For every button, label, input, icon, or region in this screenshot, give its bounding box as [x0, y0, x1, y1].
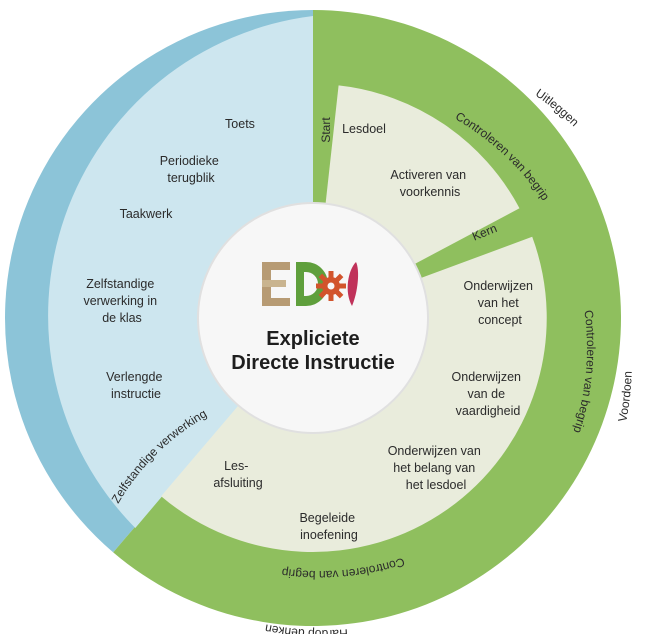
- center-disc: [197, 202, 429, 434]
- lesdoel-item: Lesdoel: [342, 122, 386, 136]
- activeren-item: Activeren van voorkennis: [390, 168, 469, 199]
- begeleide-inoefening-item: Begeleide inoefening: [299, 511, 358, 542]
- periodieke-terugblik-item: Periodieke terugblik: [160, 154, 223, 185]
- start-label: Start: [319, 117, 333, 143]
- center-title-line-1: Expliciete: [266, 328, 359, 350]
- voordoen-label: Voordoen: [615, 371, 634, 423]
- taakwerk-item: Taakwerk: [120, 207, 174, 221]
- blue-inner-sector: [48, 16, 313, 528]
- edi-logo-icon: [262, 262, 359, 306]
- verlengde-instructie-item: Verlengde instructie: [106, 370, 166, 401]
- zelfstandige-verwerking-klas-item: Zelfstandige verwerking in de klas: [83, 277, 160, 325]
- center-title-line-2: Directe Instructie: [231, 352, 394, 374]
- onderwijzen-concept-item: Onderwijzen van het concept: [464, 279, 537, 327]
- onderwijzen-vaardigheid-item: Onderwijzen van de vaardigheid: [452, 370, 525, 418]
- lesafsluiting-item: Les- afsluiting: [213, 459, 262, 490]
- toets-item: Toets: [225, 117, 255, 131]
- onderwijzen-belang-item: Onderwijzen van het belang van het lesdo…: [388, 444, 485, 492]
